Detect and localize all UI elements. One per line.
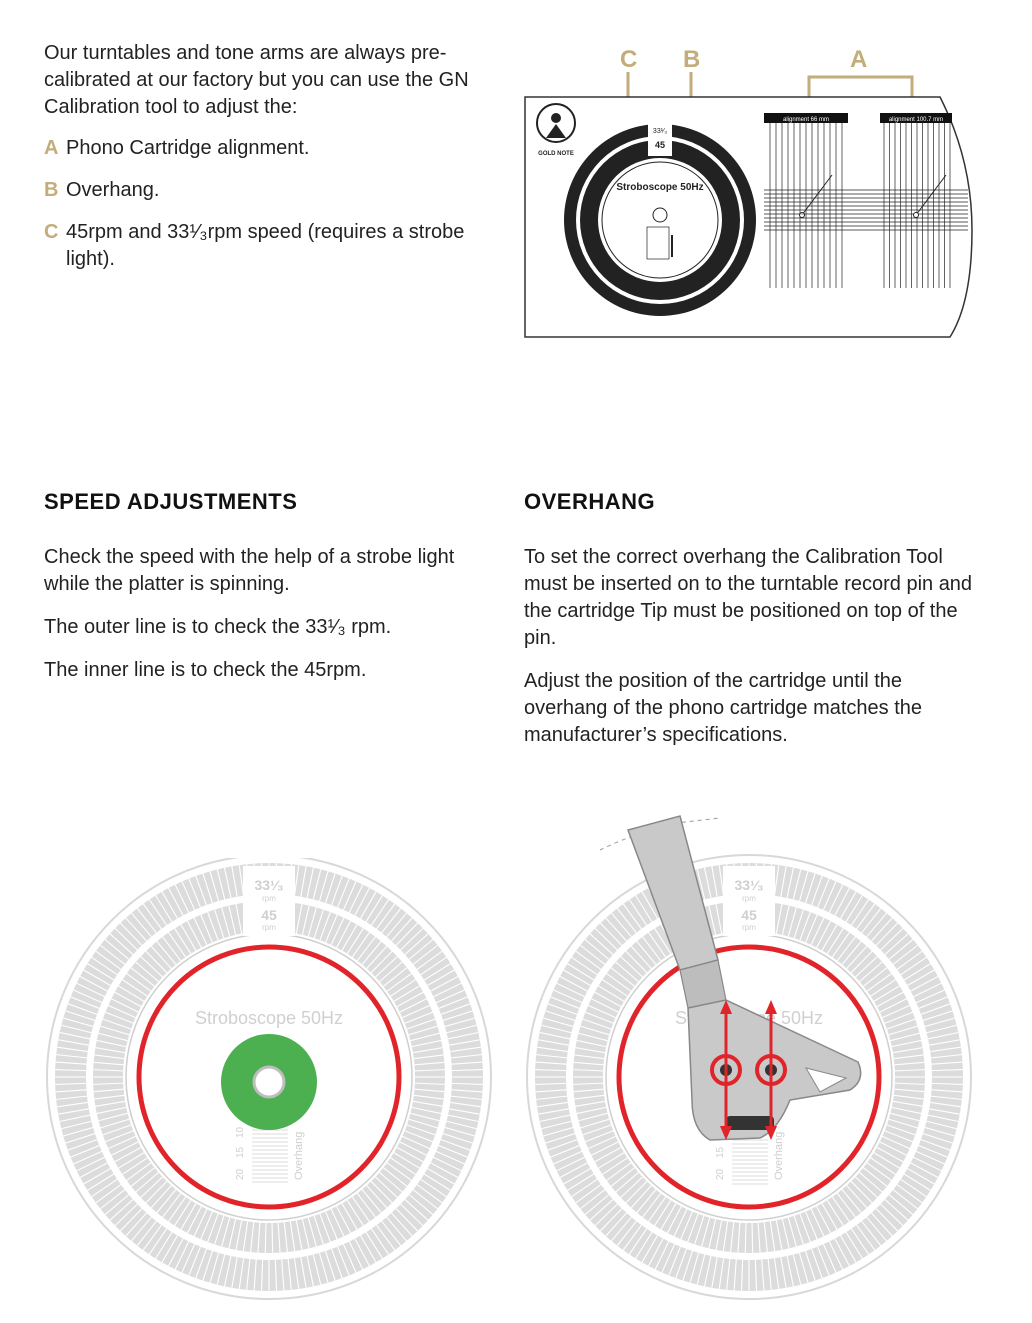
label-c: C: [620, 46, 637, 73]
overhang-scale-label: Overhang: [773, 1132, 785, 1180]
strobe-disc-speed: 33¹⁄₃ rpm 45 rpm Stroboscope 50Hz 5 10 1…: [46, 858, 492, 1300]
speed-heading: SPEED ADJUSTMENTS: [44, 489, 298, 514]
overhang-scale: 15 20 Overhang: [715, 1132, 785, 1185]
list-item-a: A Phono Cartridge alignment.: [44, 135, 504, 162]
overhang-paragraph: Adjust the position of the cartridge unt…: [524, 670, 923, 746]
svg-text:20: 20: [715, 1168, 726, 1180]
list-text: 45rpm and 33¹⁄₃rpm speed (requires a str…: [66, 221, 465, 270]
overhang-body: To set the correct overhang the Calibrat…: [524, 544, 974, 765]
stroboscope-title: Stroboscope 50Hz: [195, 1008, 343, 1028]
strobe-disc-overhang: 33¹⁄₃ rpm 45 rpm Stroboscope 50Hz 15 20 …: [526, 815, 972, 1300]
strobe-title-small: Stroboscope 50Hz: [616, 182, 703, 193]
overhang-scale-label: Overhang: [293, 1132, 305, 1180]
svg-text:rpm: rpm: [742, 894, 756, 903]
svg-text:10: 10: [235, 1126, 246, 1138]
overhang-heading: OVERHANG: [524, 489, 656, 514]
speed-body: Check the speed with the help of a strob…: [44, 544, 484, 700]
list-text: Phono Cartridge alignment.: [66, 137, 310, 159]
list-text: Overhang.: [66, 179, 160, 201]
spindle-hole: [252, 1065, 286, 1099]
svg-text:alignment 100.7 mm: alignment 100.7 mm: [889, 117, 943, 123]
strobe-disc-small: 33¹⁄₃ 45 Stroboscope 50Hz: [564, 120, 756, 316]
list-letter: A: [44, 137, 59, 159]
list-letter: C: [44, 221, 59, 243]
calibration-tool-diagram: C B A GOLD NOTE 33¹⁄₃ 45 Stroboscope 50H…: [524, 46, 973, 338]
intro-text: Our turntables and tone arms are always …: [44, 42, 469, 118]
label-a: A: [850, 46, 867, 73]
label-b: B: [683, 46, 700, 73]
svg-text:rpm: rpm: [742, 923, 756, 932]
ring-45-label: 45: [741, 907, 757, 923]
svg-text:alignment 66 mm: alignment 66 mm: [783, 117, 829, 123]
svg-text:45: 45: [655, 140, 665, 150]
svg-text:33¹⁄₃: 33¹⁄₃: [653, 128, 667, 135]
speed-paragraph: Check the speed with the help of a strob…: [44, 546, 455, 595]
svg-text:rpm: rpm: [262, 894, 276, 903]
feature-list: A Phono Cartridge alignment. B Overhang.…: [44, 135, 504, 273]
ring-45-label: 45: [261, 907, 277, 923]
svg-text:15: 15: [235, 1146, 246, 1158]
svg-text:rpm: rpm: [262, 923, 276, 932]
ring-33-label: 33¹⁄₃: [254, 877, 283, 893]
gold-note-logo: GOLD NOTE: [536, 103, 576, 157]
speed-paragraph: The outer line is to check the 33¹⁄₃ rpm…: [44, 616, 392, 638]
list-letter: B: [44, 179, 59, 201]
svg-text:15: 15: [715, 1146, 726, 1158]
svg-text:20: 20: [235, 1168, 246, 1180]
logo-text: GOLD NOTE: [538, 151, 574, 157]
ring-33-label: 33¹⁄₃: [734, 877, 763, 893]
overhang-paragraph: To set the correct overhang the Calibrat…: [524, 546, 973, 649]
list-item-b: B Overhang.: [44, 177, 504, 204]
alignment-grid-right: alignment 100.7 mm: [764, 113, 968, 288]
list-item-c: C 45rpm and 33¹⁄₃rpm speed (requires a s…: [44, 219, 504, 273]
speed-check-ring: [616, 944, 882, 1210]
speed-check-ring: [136, 944, 402, 1210]
adjust-markers: [710, 1000, 787, 1140]
speed-paragraph: The inner line is to check the 45rpm.: [44, 659, 367, 681]
